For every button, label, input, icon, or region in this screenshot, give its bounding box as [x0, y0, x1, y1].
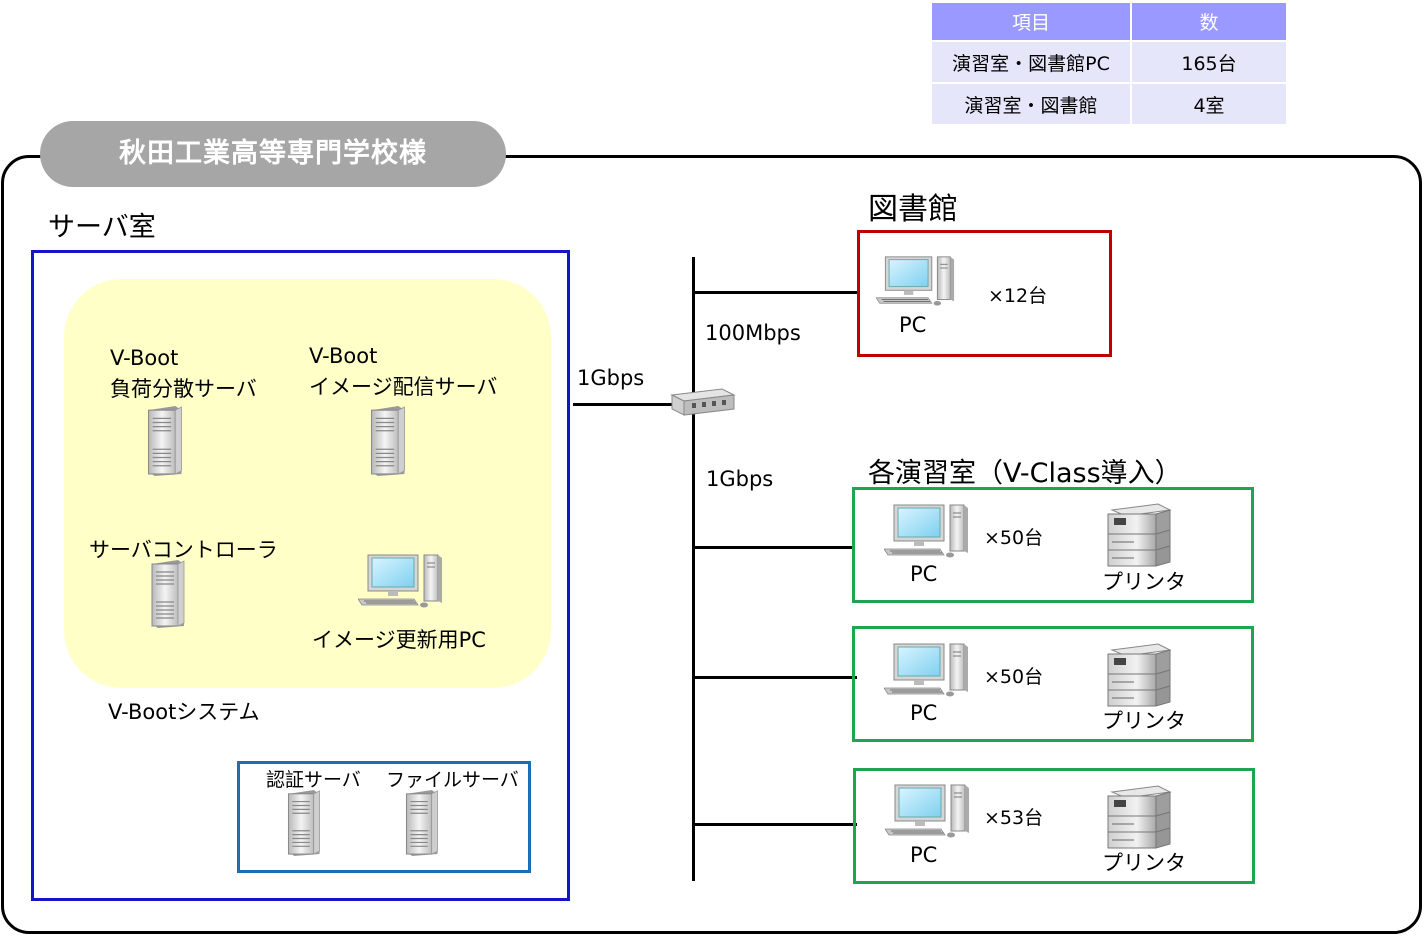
library-pc-icon — [876, 256, 955, 307]
lab-1-link-line — [693, 546, 855, 549]
summary-cell: 165台 — [1130, 40, 1288, 84]
printer-label: プリンタ — [1102, 709, 1186, 733]
auth-file-server-box — [237, 761, 531, 873]
library-box — [857, 230, 1112, 357]
library-pc-label: PC — [899, 313, 927, 337]
image-server-label-1: V-Boot — [309, 344, 378, 368]
lab-pc-count: ×50台 — [984, 527, 1044, 549]
summary-cell: 演習室・図書館 — [930, 82, 1132, 126]
school-name-tab: 秋田工業高等専門学校様 — [40, 121, 506, 187]
file-server-icon — [405, 789, 439, 856]
summary-header-item: 項目 — [930, 1, 1132, 42]
lb-server-icon — [147, 405, 183, 476]
lab-room-box — [852, 487, 1254, 603]
lab-pc-label: PC — [910, 843, 938, 867]
labs-title: 各演習室（V-Class導入） — [868, 458, 1182, 489]
controller-server-icon — [151, 559, 185, 628]
printer-icon — [1107, 503, 1171, 567]
library-title: 図書館 — [868, 192, 958, 227]
lab-room-box — [853, 768, 1255, 884]
image-server-label-2: イメージ配信サーバ — [309, 375, 498, 399]
lab-pc-label: PC — [910, 562, 938, 586]
vboot-system-area — [64, 279, 551, 688]
library-pc-count: ×12台 — [988, 285, 1048, 307]
lab-3-link-line — [693, 823, 857, 826]
server-room-box — [31, 250, 570, 901]
server-uplink-line — [573, 403, 673, 406]
server-link-speed: 1Gbps — [577, 366, 645, 390]
campus-container — [1, 155, 1422, 934]
auth-server-icon — [287, 789, 321, 856]
lab-pc-count: ×53台 — [984, 807, 1044, 829]
lab-2-link-line — [693, 676, 857, 679]
update-pc-icon — [358, 554, 443, 609]
lab-pc-icon — [885, 784, 970, 838]
summary-table-row: 演習室・図書館 4室 — [930, 82, 1288, 126]
lab-link-speed: 1Gbps — [706, 467, 774, 491]
printer-label: プリンタ — [1102, 570, 1186, 594]
lab-pc-count: ×50台 — [984, 666, 1044, 688]
summary-cell: 演習室・図書館PC — [930, 40, 1132, 84]
summary-table-header: 項目 数 — [930, 1, 1288, 42]
printer-icon — [1107, 643, 1171, 707]
controller-label: サーバコントローラ — [89, 538, 278, 562]
lab-room-box — [852, 626, 1254, 742]
lb-server-label-1: V-Boot — [110, 346, 179, 370]
lab-pc-label: PC — [910, 701, 938, 725]
image-server-icon — [370, 405, 406, 476]
summary-header-count: 数 — [1130, 1, 1288, 42]
summary-table: 項目 数 演習室・図書館PC 165台 演習室・図書館 4室 — [930, 1, 1288, 126]
summary-cell: 4室 — [1130, 82, 1288, 126]
library-link-line — [693, 291, 859, 294]
lab-pc-icon — [884, 643, 969, 697]
library-link-speed: 100Mbps — [705, 321, 801, 345]
backbone-line — [692, 257, 695, 881]
printer-label: プリンタ — [1102, 851, 1186, 875]
network-switch-icon — [671, 388, 735, 416]
lb-server-label-2: 負荷分散サーバ — [110, 377, 257, 401]
summary-table-row: 演習室・図書館PC 165台 — [930, 40, 1288, 84]
server-room-title: サーバ室 — [48, 212, 156, 243]
update-pc-label: イメージ更新用PC — [312, 628, 486, 652]
printer-icon — [1107, 785, 1171, 849]
file-server-label: ファイルサーバ — [386, 769, 519, 791]
lab-pc-icon — [884, 504, 969, 558]
auth-server-label: 認証サーバ — [266, 769, 361, 791]
vboot-system-label: V-Bootシステム — [108, 700, 260, 724]
